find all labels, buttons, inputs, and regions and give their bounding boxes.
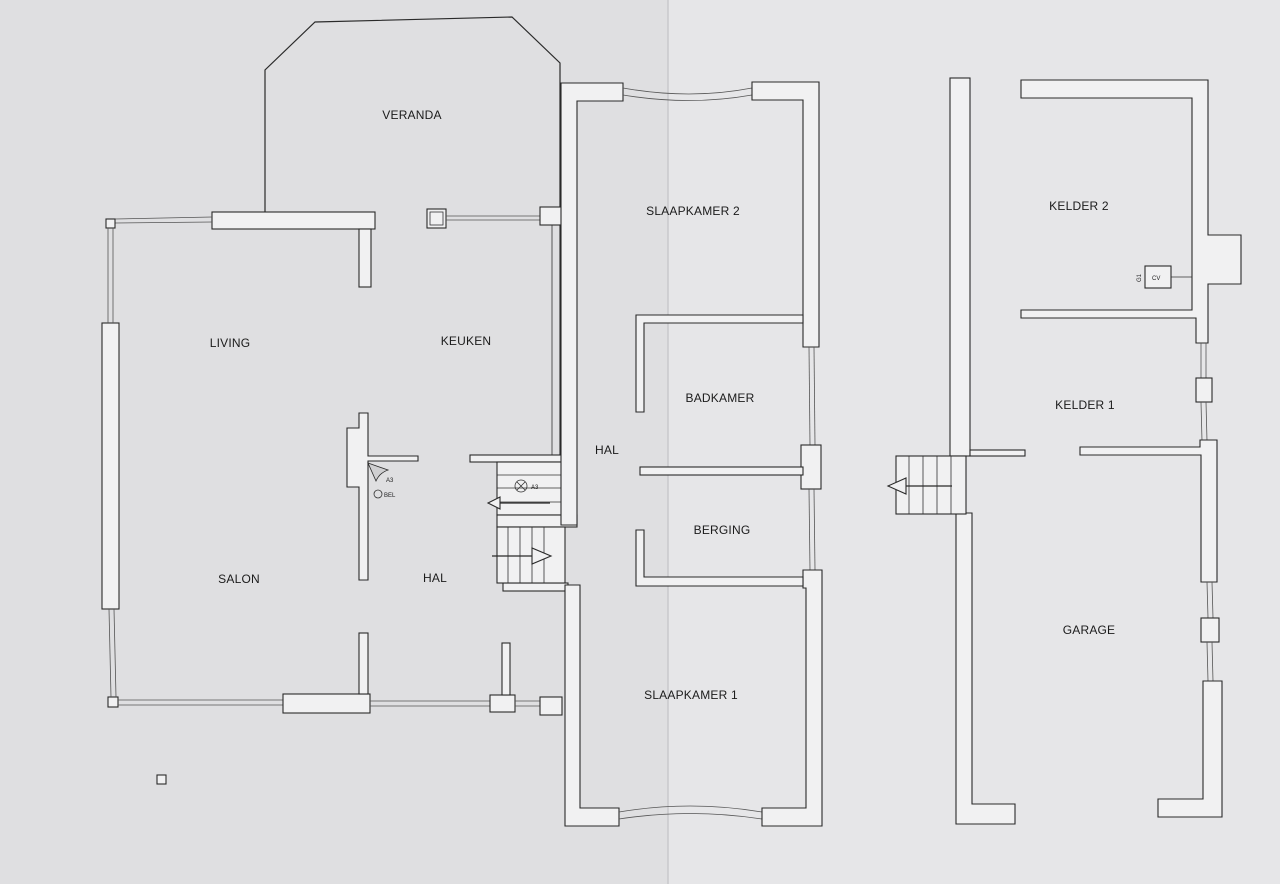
wall-berging-bottom <box>635 529 804 587</box>
room-label-badkamer: BADKAMER <box>686 391 755 405</box>
wall-living-top-stub <box>358 228 372 288</box>
wall-right-ground-bottom-b <box>502 582 569 592</box>
wall-left-exterior <box>101 322 120 610</box>
basement-plan: CV G1 KELDER 2 KELDER 1 GARAGE <box>886 77 1242 825</box>
wall-upper-right-bottom <box>761 569 823 827</box>
wall-upper-right-top <box>751 81 820 348</box>
window-upper-right-c <box>808 488 811 571</box>
window-garage-b <box>1211 581 1214 619</box>
window-hal-bottom-a <box>618 805 763 813</box>
wall-bottom-salon-stub <box>358 632 369 695</box>
window-garage-a <box>1206 581 1209 619</box>
stairs-arrow-down-head <box>486 496 501 510</box>
wall-stairs-top <box>469 454 566 463</box>
stairs-lower <box>496 526 566 584</box>
room-label-living: LIVING <box>210 336 251 350</box>
room-label-hal-ground: HAL <box>423 571 447 585</box>
corner-post-bottom-left <box>107 696 119 708</box>
wall-kelder2-right <box>1020 79 1242 344</box>
door-swing-a3 <box>367 462 390 482</box>
stairs-arrow-up-head <box>531 547 553 565</box>
basement-stairs-arrow-head <box>886 477 907 495</box>
wall-basement-left-stub <box>969 449 1026 457</box>
keuken-column-inner <box>429 211 444 226</box>
window-hal-top-b <box>622 94 753 101</box>
column-garage <box>1200 617 1220 643</box>
window-garage-d <box>1211 641 1214 682</box>
window-upper-right-b <box>813 346 816 446</box>
label-bel: BEL <box>384 493 396 499</box>
column-kelder1 <box>1195 377 1213 403</box>
wall-right-ground-top <box>539 206 563 226</box>
room-label-kelder-1: KELDER 1 <box>1055 398 1115 412</box>
window-garage-c <box>1206 641 1209 682</box>
paper-right-shade <box>668 0 1280 884</box>
wall-upper-right-mid <box>800 444 822 490</box>
room-label-veranda: VERANDA <box>382 108 441 122</box>
upper-floor-plan: SLAAPKAMER 2 BADKAMER HAL BERGING SLAAPK… <box>560 81 823 827</box>
window-living-top-b <box>114 221 213 224</box>
outside-marker <box>156 774 167 785</box>
room-label-berging: BERGING <box>694 523 751 537</box>
label-a3-top: A3 <box>386 478 394 484</box>
column-bottom-hal <box>489 694 516 713</box>
window-hal-bottom-b <box>618 813 763 820</box>
light-symbol <box>514 479 528 493</box>
room-label-hal-upper: HAL <box>595 443 619 457</box>
window-left-lower-b <box>113 608 117 698</box>
window-left-lower-a <box>108 608 112 698</box>
keuken-column <box>426 208 447 229</box>
window-upper-right-d <box>813 488 816 571</box>
room-label-slaapkamer-1: SLAAPKAMER 1 <box>644 688 738 702</box>
label-g1: G1 <box>1137 273 1143 282</box>
label-cv: CV <box>1152 276 1160 282</box>
light-symbol-x2 <box>516 481 526 491</box>
stub-bottom-hal <box>501 642 511 696</box>
wall-hal-left <box>560 82 624 526</box>
wall-bottom-salon <box>282 693 371 714</box>
wall-kelder1-garage <box>1079 439 1218 583</box>
wall-right-ground-bottom-a <box>539 696 563 716</box>
label-a3-bottom: A3 <box>531 485 539 491</box>
window-living-top-a <box>114 216 213 220</box>
wall-living-top <box>211 211 376 230</box>
wall-hal-left-lower <box>564 584 620 827</box>
wall-basement-left-upper <box>949 77 971 457</box>
window-kelder1-d <box>1205 401 1208 442</box>
room-label-kelder-2: KELDER 2 <box>1049 199 1109 213</box>
window-upper-right-a <box>808 346 811 446</box>
wall-badkamer-bottom <box>639 466 804 476</box>
wall-garage-right <box>1157 680 1223 818</box>
wall-basement-left-lower <box>955 512 1016 825</box>
room-label-slaapkamer-2: SLAAPKAMER 2 <box>646 204 740 218</box>
bel-symbol <box>373 489 383 499</box>
room-label-salon: SALON <box>218 572 260 586</box>
room-label-garage: GARAGE <box>1063 623 1116 637</box>
ground-floor-plan: A3 BEL A3 VERANDA LIVING KEUKEN SALON <box>101 16 578 785</box>
room-label-keuken: KEUKEN <box>441 334 492 348</box>
corner-post-top-left <box>105 218 116 229</box>
wall-slaapkamer2-bottom <box>635 314 804 413</box>
veranda-outline <box>264 16 561 212</box>
window-kelder1-c <box>1200 401 1203 442</box>
wall-central-divider <box>346 412 419 581</box>
window-hal-top-a <box>622 87 753 95</box>
